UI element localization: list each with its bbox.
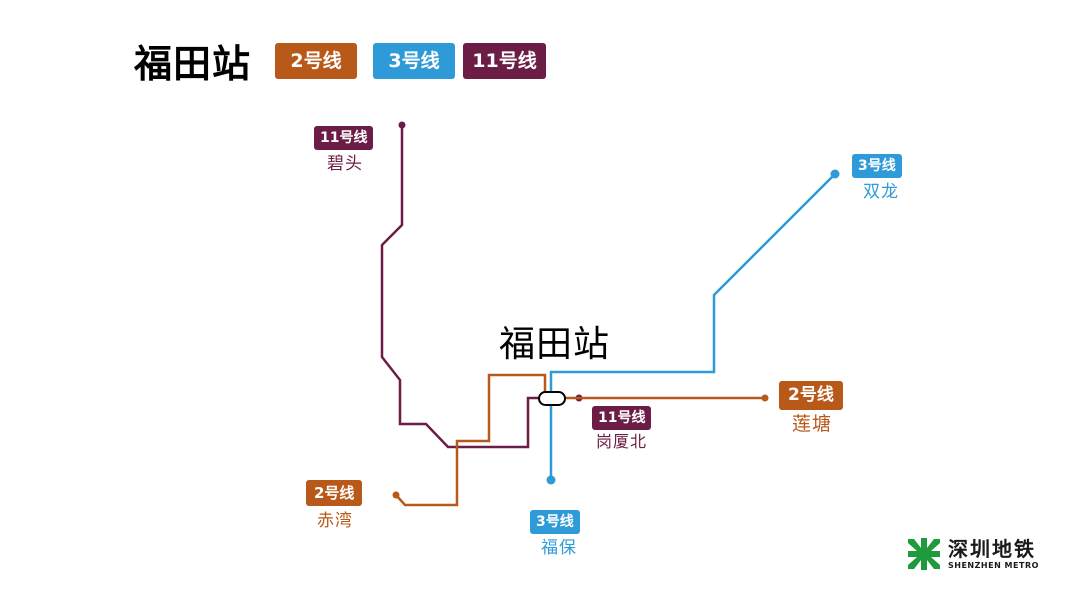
liantang-line-badge: 2号线 xyxy=(779,381,843,410)
chiwan-station-name: 赤湾 xyxy=(317,511,353,531)
legend-line-2-badge: 2号线 xyxy=(275,43,357,79)
fubao-station-name: 福保 xyxy=(541,538,577,558)
line-3-fubao-dot xyxy=(546,475,556,485)
line-11-terminal-dot xyxy=(398,121,406,129)
page-title: 福田站 xyxy=(134,42,252,86)
gangxiabei-station-name: 岗厦北 xyxy=(596,432,648,451)
logo-name-en: SHENZHEN METRO xyxy=(948,561,1039,570)
line-11-path xyxy=(380,125,539,449)
line-2-path xyxy=(395,373,547,507)
logo-name-cn: 深圳地铁 xyxy=(948,537,1036,561)
line-2-liantang-dot xyxy=(761,394,769,402)
interchange-icon xyxy=(538,391,566,406)
shuanglong-station-name: 双龙 xyxy=(863,182,899,202)
bitou-station-name: 碧头 xyxy=(327,154,363,174)
liantang-station-name: 莲塘 xyxy=(792,413,833,435)
line-2-chiwan-dot xyxy=(392,491,400,499)
line-3-path xyxy=(549,173,836,480)
shenzhen-metro-logo-icon xyxy=(908,538,940,570)
gangxiabei-line-badge: 11号线 xyxy=(592,406,652,430)
bitou-line-badge: 11号线 xyxy=(314,126,374,150)
center-station-name: 福田站 xyxy=(499,324,611,365)
fubao-line-badge: 3号线 xyxy=(530,510,580,534)
line-3-shuanglong-dot xyxy=(830,169,840,179)
legend-line-11-badge: 11号线 xyxy=(463,43,546,79)
legend-line-3-badge: 3号线 xyxy=(373,43,455,79)
chiwan-line-badge: 2号线 xyxy=(306,480,363,506)
shenzhen-metro-logo: 深圳地铁 SHENZHEN METRO xyxy=(906,536,1039,572)
shuanglong-line-badge: 3号线 xyxy=(852,154,902,178)
